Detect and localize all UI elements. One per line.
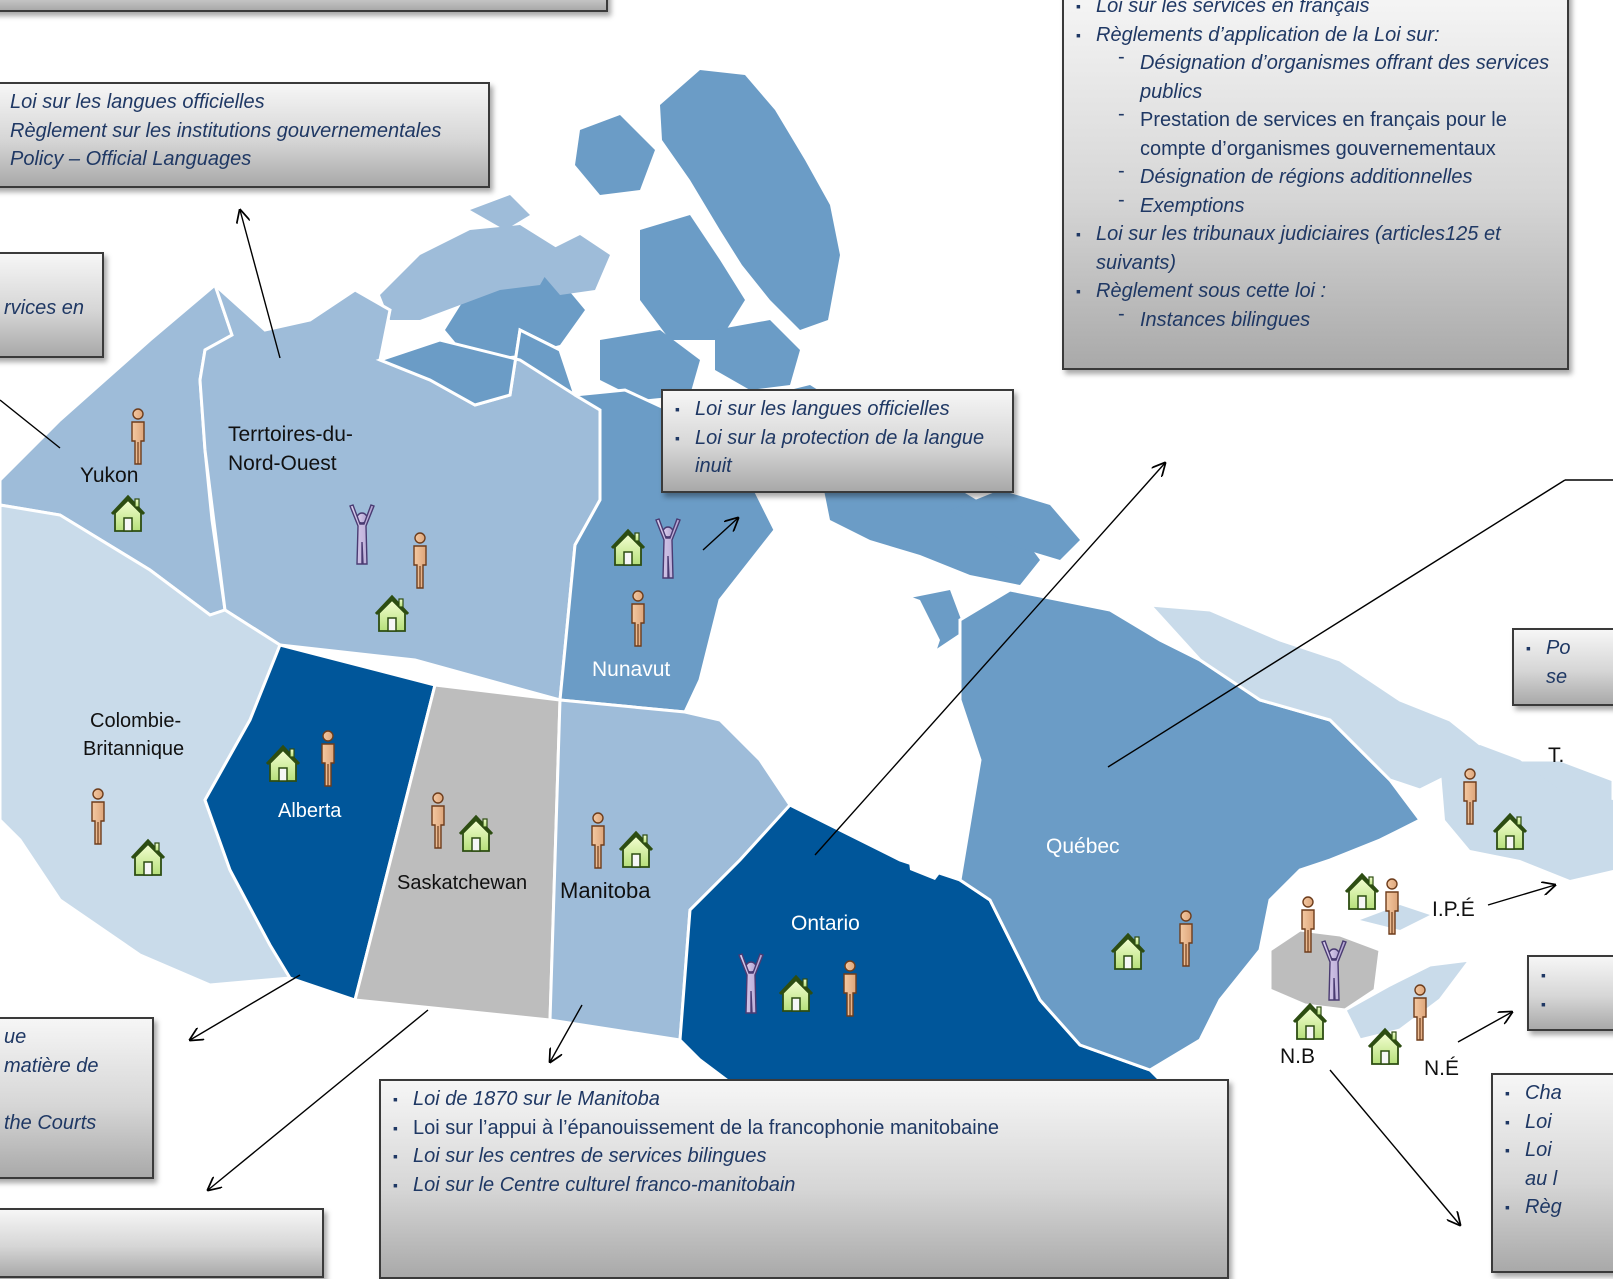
region-label-alberta: Alberta (278, 800, 342, 822)
region-label-nunavut: Nunavut (592, 658, 671, 681)
top-left-legislation-box (0, 0, 608, 12)
new-brunswick-province (1268, 928, 1382, 1012)
nb-item: Règ (1503, 1193, 1613, 1222)
quebec-province (958, 588, 1423, 1072)
yukon-legislation-box: rvices en (0, 252, 104, 358)
federal-item: Règlement sur les institutions gouvernem… (10, 119, 442, 142)
manitoba-item: Loi sur les centres de services bilingue… (391, 1142, 1217, 1171)
nb-item: Cha (1503, 1079, 1613, 1108)
nunavut-legislation-box: Loi sur les langues officielles Loi sur … (661, 389, 1014, 493)
ontario-item: Règlement sous cette loi : (1074, 277, 1557, 306)
nunavut-item: Loi sur la protection de la langue inuit (673, 424, 1002, 481)
alberta-item: matière de (4, 1054, 99, 1077)
ontario-subitem: Instances bilingues (1074, 300, 1557, 335)
pei-item: Po (1524, 634, 1613, 663)
saskatchewan-legislation-box (0, 1208, 324, 1278)
alberta-item: ue (4, 1026, 27, 1048)
alberta-legislation-box: ue matière de the Courts (0, 1017, 154, 1179)
region-label-yukon: Yukon (80, 464, 139, 487)
nova-scotia-province (1343, 958, 1474, 1042)
manitoba-item: Loi de 1870 sur le Manitoba (391, 1085, 1217, 1114)
federal-item: Policy – Official Languages (10, 148, 252, 170)
region-label-manitoba: Manitoba (560, 878, 651, 903)
pointer-arrows (0, 210, 1613, 1225)
manitoba-item: Loi sur le Centre culturel franco-manito… (391, 1171, 1217, 1200)
house-icon (1344, 873, 1380, 911)
ontario-subitem: Désignation de régions additionnelles (1074, 157, 1557, 192)
yukon-item: rvices en (4, 297, 85, 319)
alberta-item: the Courts (4, 1111, 97, 1134)
federal-legislation-box: Loi sur les langues officielles Règlemen… (0, 82, 490, 188)
manitoba-legislation-box: Loi de 1870 sur le Manitoba Loi sur l’ap… (379, 1079, 1229, 1279)
pei-legislation-box: Po se (1512, 628, 1613, 706)
ontario-subitem: Désignation d’organismes offrant des ser… (1074, 43, 1557, 106)
ns-legislation-box (1527, 955, 1613, 1031)
federal-item: Loi sur les langues officielles (10, 91, 265, 113)
region-label-nb: N.B (1280, 1045, 1316, 1068)
pei-item: se (1546, 665, 1568, 688)
ontario-subitem: Prestation de services en français pour … (1074, 100, 1557, 163)
region-label-bc-1: Colombie- (90, 710, 182, 732)
house-icon (1292, 1003, 1328, 1041)
ontario-legislation-box: Loi sur les services en français Règleme… (1062, 0, 1569, 370)
region-label-nwt-1: Terrtoires-du- (228, 423, 353, 446)
region-label-ontario: Ontario (791, 912, 860, 935)
nb-item: Loi (1503, 1108, 1613, 1137)
nb-item: au l (1525, 1167, 1558, 1190)
alberta-item (0, 1080, 142, 1109)
region-label-ne: N.É (1424, 1057, 1460, 1080)
arctic-islands-light (380, 195, 610, 320)
manitoba-item: Loi sur l’appui à l’épanouissement de la… (391, 1114, 1217, 1143)
james-bay (905, 820, 950, 880)
ontario-item: Loi sur les tribunaux judiciaires (artic… (1074, 220, 1557, 277)
region-label-nwt-2: Nord-Ouest (228, 452, 337, 475)
nb-legislation-box: Cha Loi Loi au l Règ (1491, 1073, 1613, 1273)
region-label-quebec: Québec (1046, 835, 1120, 858)
ontario-item: Loi sur les services en français (1074, 0, 1557, 21)
ontario-item: Règlements d’application de la Loi sur: (1074, 21, 1557, 50)
region-label-bc-2: Britannique (83, 738, 185, 760)
region-label-saskatchewan: Saskatchewan (397, 872, 528, 894)
region-label-ipe: I.P.É (1432, 898, 1475, 921)
ns-item (1539, 961, 1613, 990)
ontario-subitem: Exemptions (1074, 186, 1557, 221)
ns-item (1539, 990, 1613, 1019)
person-icon (1413, 984, 1427, 1041)
nunavut-item: Loi sur les langues officielles (673, 395, 1002, 424)
region-label-tnl: T. (1548, 744, 1565, 767)
newfoundland-island (1440, 745, 1613, 880)
nb-item: Loi (1503, 1136, 1613, 1165)
